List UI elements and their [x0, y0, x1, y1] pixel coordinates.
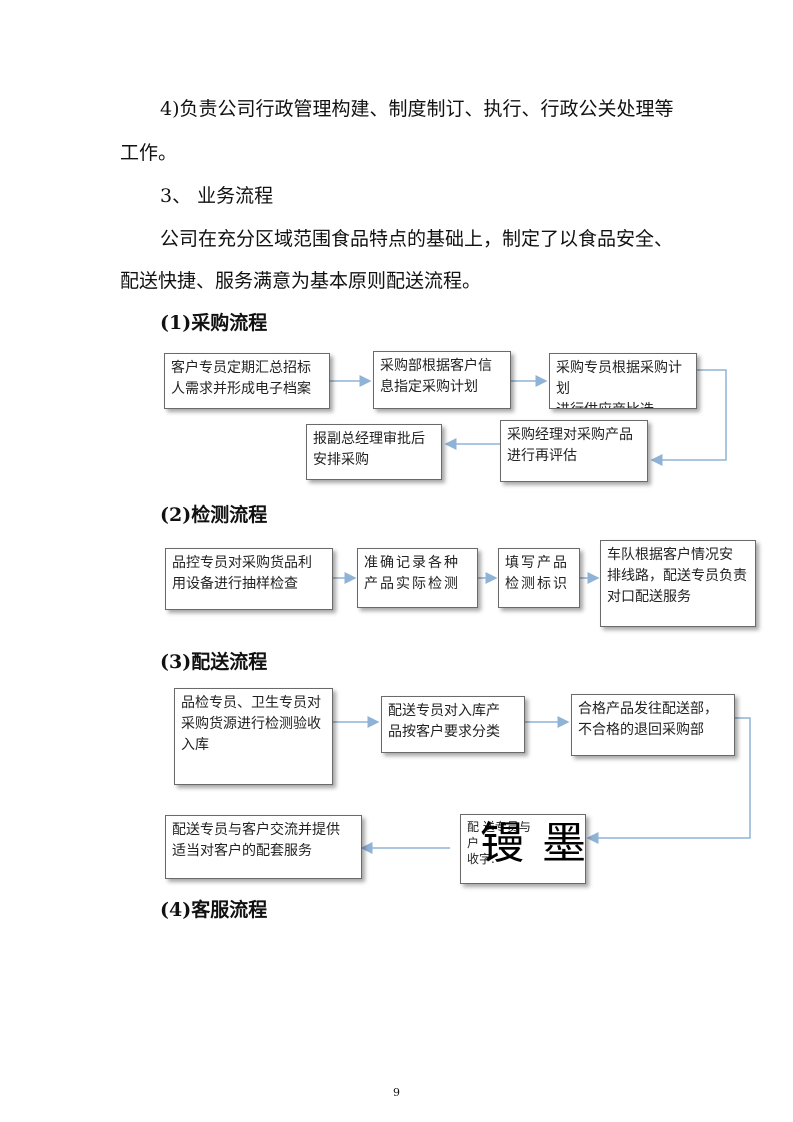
overlay-glyphs: 镘 墨: [480, 818, 588, 869]
inspection-heading: (2)检测流程: [160, 504, 268, 526]
delivery-heading: (3)配送流程: [160, 651, 268, 673]
inspection-step-4: 车队根据客户情况安 排线路，配送专员负责 对口配送服务: [600, 540, 756, 627]
inspection-step-2: 准确记录各种 产品实际检测: [357, 548, 478, 608]
paragraph-line: 配送快捷、服务满意为基本原则配送流程。: [120, 270, 482, 292]
procurement-step-4: 采购经理对采购产品 进行再评估: [500, 420, 648, 482]
procurement-step-3: 采购专员根据采购计划 进行供应商比选: [549, 353, 697, 409]
inspection-step-1: 品控专员对采购货品利 用设备进行抽样检查: [165, 548, 333, 610]
page-number: 9: [393, 1086, 400, 1099]
delivery-step-5: 配送专员与客户交流并提供 适当对客户的配套服务: [165, 815, 362, 879]
section-heading: 3、 业务流程: [160, 185, 274, 207]
paragraph-line: 工作。: [120, 142, 178, 164]
procurement-heading: (1)采购流程: [160, 312, 268, 334]
inspection-step-3: 填写产品 检测标识: [498, 548, 580, 608]
delivery-step-4: 配 送专员与 户 收字.: [460, 814, 586, 884]
paragraph-line: 4)负责公司行政管理构建、制度制订、执行、行政公关处理等: [160, 98, 674, 120]
delivery-step-3: 合格产品发往配送部， 不合格的退回采购部: [571, 694, 735, 756]
procurement-step-5: 报副总经理审批后 安排采购: [306, 424, 442, 480]
delivery-step-2: 配送专员对入库产 品按客户要求分类: [381, 696, 525, 753]
delivery-step-1: 品检专员、卫生专员对 采购货源进行检测验收 入库: [174, 688, 333, 785]
paragraph-line: 公司在充分区域范围食品特点的基础上，制定了以食品安全、: [160, 228, 674, 250]
procurement-step-2: 采购部根据客户信 息指定采购计划: [373, 351, 511, 409]
procurement-step-1: 客户专员定期汇总招标 人需求并形成电子档案: [164, 353, 330, 409]
service-heading: (4)客服流程: [160, 899, 268, 921]
